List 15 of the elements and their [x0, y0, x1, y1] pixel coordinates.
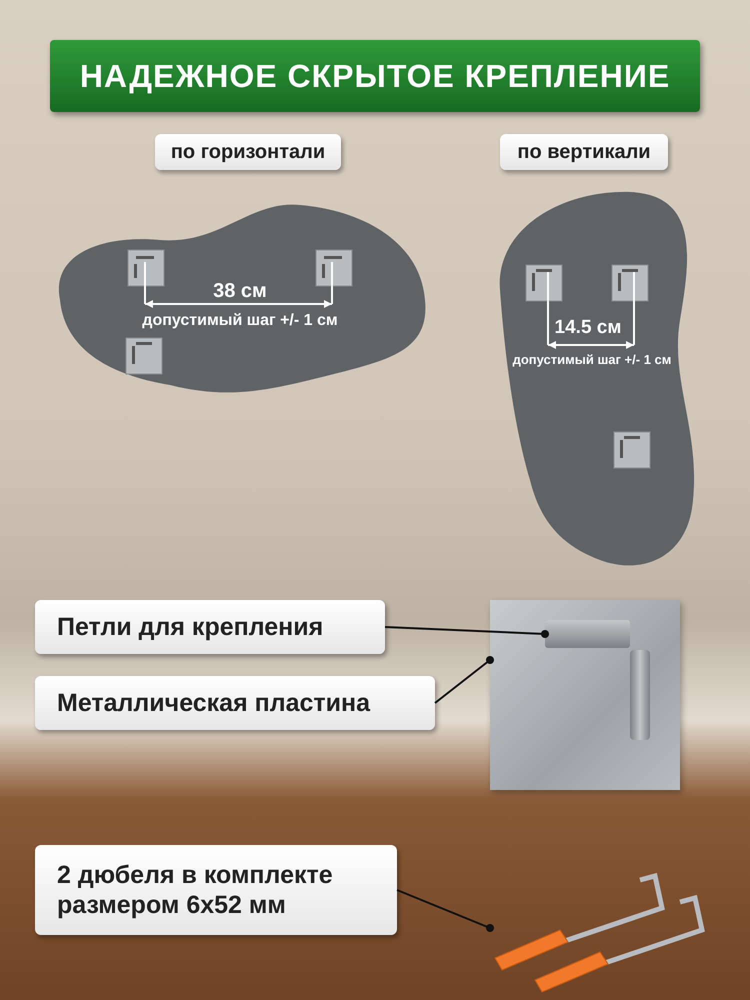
title-banner: НАДЕЖНОЕ СКРЫТОЕ КРЕПЛЕНИЕ	[50, 40, 700, 112]
note-text: допустимый шаг +/- 1 см	[512, 352, 672, 366]
hook-drawing	[545, 620, 630, 648]
caption-box: 2 дюбеля в комплекте размером 6x52 мм	[35, 845, 397, 935]
heading-tag: по вертикали	[500, 134, 668, 170]
leader-line	[396, 889, 494, 932]
note-text: допустимый шаг +/- 1 см	[142, 312, 338, 329]
caption-box: Металлическая пластина	[35, 676, 435, 730]
leader-line	[434, 656, 494, 704]
dimension-label: 14.5 см	[554, 316, 622, 338]
caption-box: Петли для крепления	[35, 600, 385, 654]
metal-plate-drawing	[490, 600, 680, 790]
dimension-label: 38 см	[213, 280, 267, 302]
leader-line	[384, 626, 549, 638]
heading-tag: по горизонтали	[155, 134, 341, 170]
